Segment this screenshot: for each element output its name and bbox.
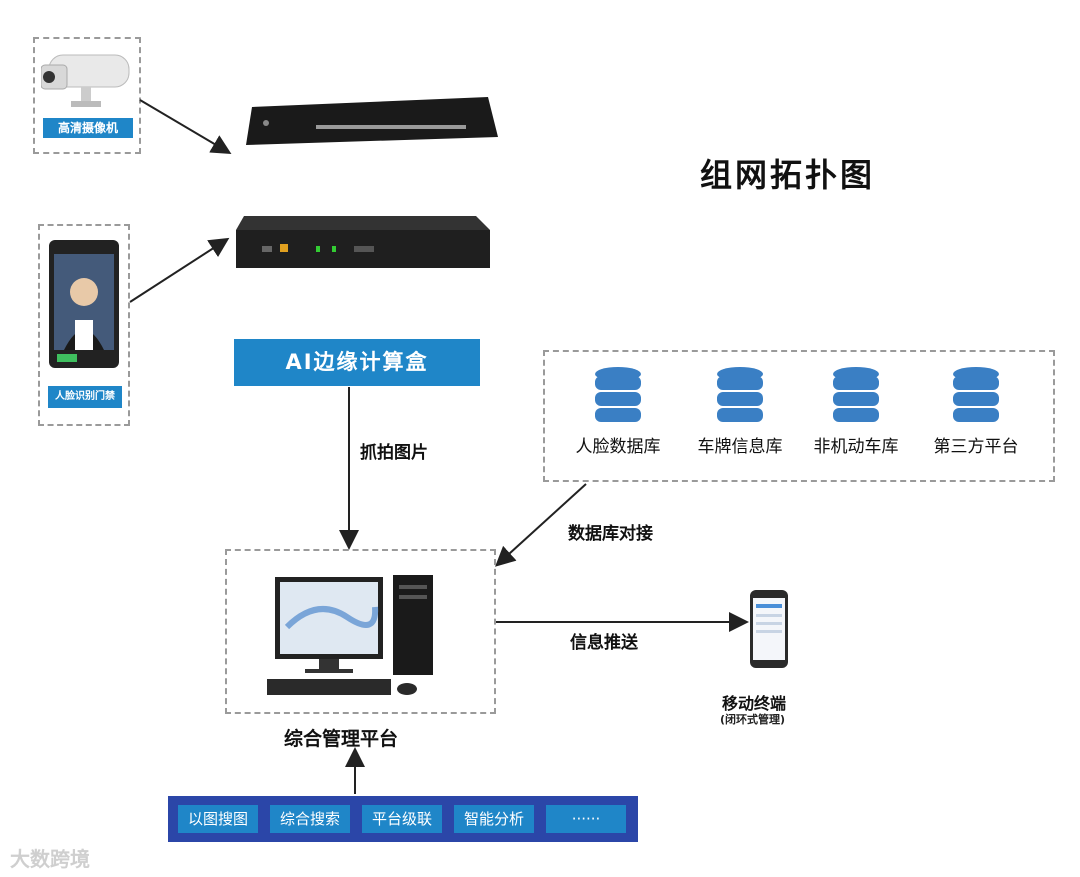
diagram-title: 组网拓扑图: [700, 156, 876, 194]
capture-label: 抓拍图片: [360, 443, 428, 463]
database-item: 非机动车库: [801, 366, 911, 457]
database-item: 第三方平台: [921, 366, 1031, 457]
function-bar: 以图搜图 综合搜索 平台级联 智能分析 ······: [168, 796, 638, 842]
function-item: 平台级联: [362, 805, 442, 833]
database-item: 人脸数据库: [563, 366, 673, 457]
hd-camera-icon: [41, 54, 130, 107]
camera-to-server-arrow: [139, 99, 232, 155]
function-item: 智能分析: [454, 805, 534, 833]
database-icon: [595, 367, 641, 422]
ai-edge-box: AI边缘计算盒: [234, 339, 480, 386]
database-group: 人脸数据库 车牌信息库 非机动车库 第三方平台: [543, 350, 1055, 482]
function-item: 以图搜图: [178, 805, 258, 833]
face-terminal-icon: [49, 240, 119, 368]
database-label: 人脸数据库: [575, 437, 661, 457]
platform-label: 综合管理平台: [284, 728, 399, 750]
mobile-phone-icon: [750, 590, 788, 668]
edge-server-1-icon: [246, 97, 498, 145]
database-label: 车牌信息库: [697, 437, 783, 457]
database-label: 第三方平台: [933, 437, 1019, 457]
camera-frame: 高清摄像机: [33, 37, 141, 154]
database-icon: [717, 367, 763, 422]
mobile-sublabel: (闭环式管理): [720, 713, 786, 726]
database-item: 车牌信息库: [685, 366, 795, 457]
mobile-label: 移动终端: [722, 694, 787, 713]
workstation-icon: [267, 575, 433, 695]
db-connect-arrow: [495, 483, 587, 567]
push-label: 信息推送: [570, 633, 638, 653]
db-connect-label: 数据库对接: [568, 524, 653, 544]
database-icon: [953, 367, 999, 422]
database-label: 非机动车库: [813, 437, 899, 457]
face-gate-frame: 人脸识别门禁: [38, 224, 130, 426]
function-item: 综合搜索: [270, 805, 350, 833]
gate-to-server-arrow: [129, 237, 230, 303]
function-item: ······: [546, 805, 626, 833]
watermark: 大数跨境: [10, 847, 90, 871]
database-icon: [833, 367, 879, 422]
camera-label: 高清摄像机: [43, 118, 133, 138]
platform-frame: [225, 549, 496, 714]
face-gate-label: 人脸识别门禁: [48, 386, 122, 408]
edge-server-2-icon: [236, 216, 490, 268]
